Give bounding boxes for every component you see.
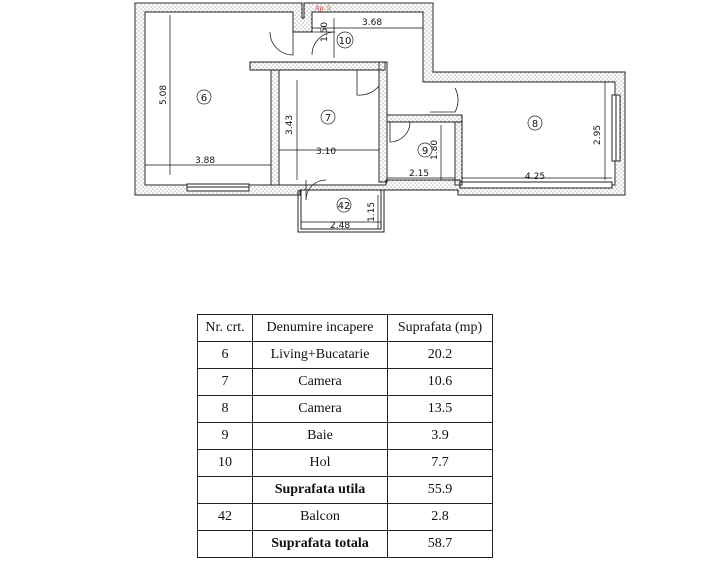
apartment-label: Ap. 5: [314, 5, 331, 12]
cell-nr: 9: [197, 422, 253, 450]
svg-text:6: 6: [201, 93, 207, 104]
cell-area: 2.8: [387, 503, 493, 531]
cell-nr: 7: [197, 368, 253, 396]
doors: [269, 31, 459, 201]
cell-name: Baie: [252, 422, 388, 450]
dim-3-68: 3.68: [362, 18, 382, 28]
cell-name: Suprafata totala: [252, 530, 388, 558]
cell-area: 55.9: [387, 476, 493, 504]
room-marker-6: 6: [196, 89, 212, 105]
table-row: 9 Baie 3.9: [197, 422, 493, 450]
dim-1-15: 1.15: [367, 202, 377, 222]
dim-4-25: 4.25: [525, 172, 545, 182]
dimension-lines: [145, 15, 612, 229]
dim-5-08: 5.08: [159, 85, 169, 105]
table-row: 42 Balcon 2.8: [197, 503, 493, 531]
svg-text:42: 42: [338, 201, 351, 212]
cell-name: Suprafata utila: [252, 476, 388, 504]
cell-nr: [197, 530, 253, 558]
room-marker-10: 10: [336, 31, 354, 49]
dim-3-43: 3.43: [285, 115, 295, 135]
dim-2-48: 2.48: [330, 221, 350, 231]
svg-text:9: 9: [422, 146, 428, 157]
cell-area: 7.7: [387, 449, 493, 477]
col-header-name: Denumire incapere: [252, 314, 388, 342]
col-header-nr: Nr. crt.: [197, 314, 253, 342]
cell-area: 3.9: [387, 422, 493, 450]
dim-1-80: 1.80: [430, 140, 440, 160]
table-row: 6 Living+Bucatarie 20.2: [197, 341, 493, 369]
cell-name: Camera: [252, 395, 388, 423]
svg-text:7: 7: [325, 113, 331, 124]
cell-name: Hol: [252, 449, 388, 477]
dim-2-15: 2.15: [409, 169, 429, 179]
cell-name: Camera: [252, 368, 388, 396]
cell-nr: 8: [197, 395, 253, 423]
room-marker-8: 8: [527, 115, 543, 131]
svg-text:10: 10: [339, 36, 352, 47]
dim-1-50: 1.50: [320, 22, 330, 42]
area-table: Nr. crt. Denumire incapere Suprafata (mp…: [197, 314, 493, 558]
cell-name: Living+Bucatarie: [252, 341, 388, 369]
table-row: 7 Camera 10.6: [197, 368, 493, 396]
table-row-total: Suprafata totala 58.7: [197, 530, 493, 558]
cell-nr: 6: [197, 341, 253, 369]
dim-3-10: 3.10: [316, 147, 336, 157]
cell-area: 20.2: [387, 341, 493, 369]
cell-nr: [197, 476, 253, 504]
interior-walls: [249, 61, 463, 186]
cell-area: 10.6: [387, 368, 493, 396]
cell-area: 13.5: [387, 395, 493, 423]
window-bottom-right: [459, 181, 613, 189]
room-marker-7: 7: [320, 109, 336, 125]
table-row-subtotal: Suprafata utila 55.9: [197, 476, 493, 504]
table-row: 10 Hol 7.7: [197, 449, 493, 477]
table-row: 8 Camera 13.5: [197, 395, 493, 423]
svg-text:8: 8: [532, 119, 538, 130]
room-marker-42: 42: [336, 197, 352, 213]
cell-area: 58.7: [387, 530, 493, 558]
window-bottom: [186, 183, 250, 192]
room-marker-9: 9: [417, 142, 433, 158]
table-header-row: Nr. crt. Denumire incapere Suprafata (mp…: [197, 314, 493, 342]
window-right: [611, 94, 621, 162]
cell-nr: 42: [197, 503, 253, 531]
dim-2-95: 2.95: [593, 125, 603, 145]
floor-plan: Ap. 5 3.68 1.50 5.08 3.88 3.43 3.10 1.80…: [134, 2, 626, 233]
col-header-area: Suprafata (mp): [387, 314, 493, 342]
cell-name: Balcon: [252, 503, 388, 531]
dim-3-88: 3.88: [195, 156, 215, 166]
balcony: [297, 190, 385, 233]
cell-nr: 10: [197, 449, 253, 477]
